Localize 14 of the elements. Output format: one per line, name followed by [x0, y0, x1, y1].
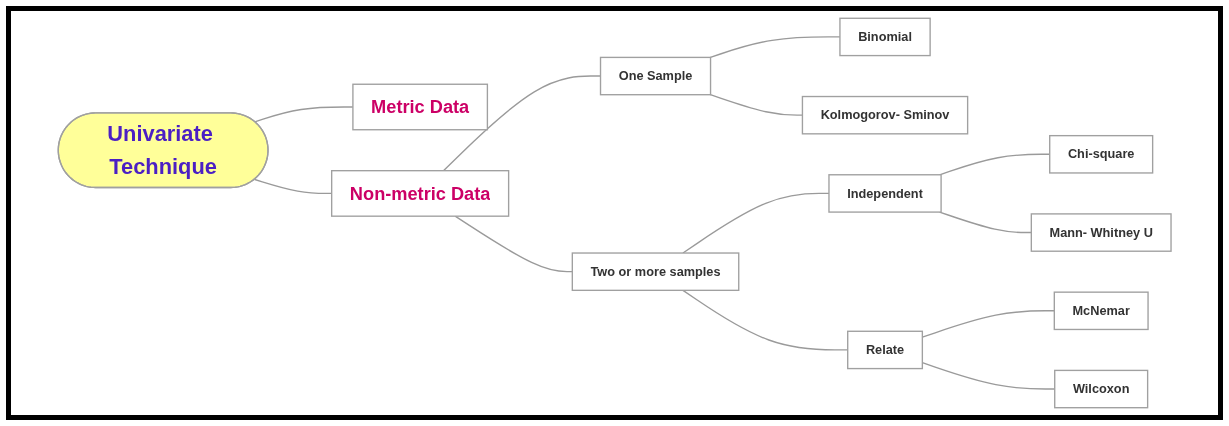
node-box: Mann- Whitney U [1030, 213, 1172, 252]
node-box: Metric Data [352, 83, 488, 131]
connector [454, 215, 573, 273]
node-box: Binomial [839, 17, 931, 57]
node-box: Non-metric Data [330, 170, 510, 217]
node-box: Chi-square [1048, 134, 1154, 174]
node-box: Independent [828, 174, 942, 213]
node-box: Wilcoxon [1053, 369, 1149, 409]
node-box: One Sample [599, 56, 712, 96]
node-box: Relate [846, 330, 923, 370]
node-box: McNemar [1053, 291, 1149, 331]
node-box: Kolmogorov- Sminov [801, 95, 969, 135]
connector [709, 94, 803, 116]
node-box: Two or more samples [571, 252, 740, 291]
